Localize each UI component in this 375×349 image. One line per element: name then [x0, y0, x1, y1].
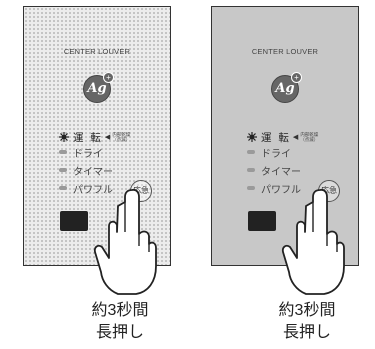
- caption-line-1: 約3秒間: [278, 302, 336, 319]
- pressing-hand-icon: [281, 188, 345, 295]
- indicator-powerful: パワフル: [247, 181, 301, 196]
- center-louver-label: CENTER LOUVER: [63, 47, 131, 56]
- led-icon: [59, 186, 67, 190]
- led-icon: [59, 150, 67, 154]
- indicator-run: 運 転 ◀ 内部乾燥 （点滅）: [247, 130, 318, 144]
- caption-line-2: 長押し: [282, 324, 331, 341]
- control-panel-dotted: CENTER LOUVER Ag + 運 転 ◀ 内部乾燥 （点滅） ドライ タ…: [23, 6, 171, 266]
- led-icon: [247, 186, 255, 190]
- led-icon: [59, 168, 67, 172]
- indicator-timer: タイマー: [59, 163, 113, 178]
- blinking-led-icon: [59, 132, 69, 142]
- indicator-run: 運 転 ◀ 内部乾燥 （点滅）: [59, 130, 130, 144]
- run-label: 運 転: [261, 131, 291, 144]
- ag-logo-plus: +: [291, 72, 302, 83]
- ag-logo-icon: Ag +: [83, 72, 114, 103]
- led-icon: [247, 168, 255, 172]
- ag-logo-plus: +: [103, 72, 114, 83]
- run-label: 運 転: [73, 131, 103, 144]
- internal-dry-note: 内部乾燥 （点滅）: [112, 132, 131, 142]
- led-icon: [247, 150, 255, 154]
- internal-dry-note: 内部乾燥 （点滅）: [300, 132, 319, 142]
- receiver-window: [60, 211, 88, 231]
- caption-line-1: 約3秒間: [91, 302, 149, 319]
- timer-label: タイマー: [73, 166, 113, 178]
- dry-label: ドライ: [73, 148, 103, 160]
- ag-logo-text: Ag: [87, 81, 107, 96]
- powerful-label: パワフル: [261, 184, 301, 196]
- indicator-dry: ドライ: [247, 145, 291, 160]
- ag-logo-icon: Ag +: [271, 72, 302, 103]
- indicator-dry: ドライ: [59, 145, 103, 160]
- pressing-hand-icon: [93, 188, 157, 295]
- timer-label: タイマー: [261, 166, 301, 178]
- ag-logo-text: Ag: [275, 81, 295, 96]
- indicator-powerful: パワフル: [59, 181, 113, 196]
- powerful-label: パワフル: [73, 184, 113, 196]
- caption-right: 約3秒間 長押し: [247, 300, 367, 344]
- caption-left: 約3秒間 長押し: [60, 300, 180, 344]
- left-arrow-icon: ◀: [104, 134, 111, 141]
- blinking-led-icon: [247, 132, 257, 142]
- indicator-timer: タイマー: [247, 163, 301, 178]
- left-arrow-icon: ◀: [292, 134, 299, 141]
- center-louver-label: CENTER LOUVER: [251, 47, 319, 56]
- receiver-window: [248, 211, 276, 231]
- control-panel-gray: CENTER LOUVER Ag + 運 転 ◀ 内部乾燥 （点滅） ドライ タ…: [211, 6, 359, 266]
- caption-line-2: 長押し: [95, 324, 144, 341]
- dry-label: ドライ: [261, 148, 291, 160]
